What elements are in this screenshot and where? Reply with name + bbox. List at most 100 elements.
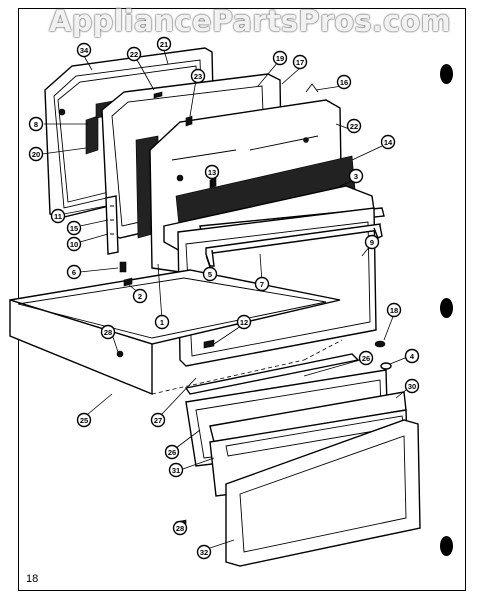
callout-label: 6 — [72, 268, 76, 277]
callout-7: 7 — [254, 276, 270, 292]
callout-label: 5 — [208, 270, 212, 279]
callout-label: 18 — [390, 306, 398, 315]
callout-circle — [204, 164, 220, 180]
part-side-strip — [105, 195, 119, 255]
callout-20: 20 — [28, 146, 44, 162]
callout-5: 5 — [202, 266, 218, 282]
callout-circle — [292, 54, 308, 70]
callout-circle — [364, 234, 380, 250]
callout-16: 16 — [336, 74, 352, 90]
callout-15: 15 — [66, 220, 82, 236]
callout-14: 14 — [380, 134, 396, 150]
callout-circle — [76, 412, 92, 428]
callout-label: 12 — [240, 318, 248, 327]
callout-circle — [404, 378, 420, 394]
callout-circle — [132, 288, 148, 304]
callout-circle — [28, 146, 44, 162]
callout-circle — [236, 314, 252, 330]
callout-circle — [126, 46, 142, 62]
callout-18: 18 — [386, 302, 402, 318]
callout-label: 23 — [194, 72, 202, 81]
callout-circle — [202, 266, 218, 282]
callout-label: 32 — [200, 548, 208, 557]
callout-circle — [154, 314, 170, 330]
callout-circle — [66, 236, 82, 252]
callout-12: 12 — [236, 314, 252, 330]
callout-circle — [50, 208, 66, 224]
callout-circle — [172, 520, 188, 536]
callout-26: 26 — [164, 444, 180, 460]
callout-label: 15 — [70, 224, 78, 233]
callout-label: 13 — [208, 168, 216, 177]
callout-label: 25 — [80, 416, 88, 425]
callout-circle — [348, 168, 364, 184]
callout-label: 1 — [160, 318, 164, 327]
callout-25: 25 — [76, 412, 92, 428]
callout-label: 31 — [172, 466, 180, 475]
callout-label: 3 — [354, 172, 358, 181]
part-drawer-frame — [225, 419, 421, 567]
callout-28: 28 — [100, 324, 116, 340]
callout-circle — [190, 68, 206, 84]
callout-6: 6 — [66, 264, 82, 280]
callout-11: 11 — [50, 208, 66, 224]
callout-4: 4 — [404, 348, 420, 364]
callout-label: 19 — [276, 54, 284, 63]
callout-circle — [404, 348, 420, 364]
callout-label: 22 — [350, 122, 358, 131]
callout-label: 30 — [408, 382, 416, 391]
callout-label: 4 — [410, 352, 415, 361]
callout-circle — [66, 264, 82, 280]
callout-circle — [164, 444, 180, 460]
callout-label: 26 — [362, 354, 370, 363]
binder-hole — [440, 536, 453, 556]
callout-26: 26 — [358, 350, 374, 366]
callout-circle — [28, 116, 44, 132]
callout-label: 22 — [130, 50, 138, 59]
callout-label: 7 — [260, 280, 264, 289]
binder-hole — [440, 298, 453, 318]
callout-34: 34 — [76, 42, 92, 58]
callout-label: 16 — [340, 78, 348, 87]
callout-circle — [66, 220, 82, 236]
callout-10: 10 — [66, 236, 82, 252]
callout-3: 3 — [348, 168, 364, 184]
callout-label: 14 — [384, 138, 393, 147]
callout-label: 17 — [296, 58, 304, 67]
callout-circle — [150, 412, 166, 428]
callout-circle — [196, 544, 212, 560]
callout-22: 22 — [126, 46, 142, 62]
callout-label: 2 — [138, 292, 142, 301]
callout-label: 21 — [160, 40, 168, 49]
callout-circle — [168, 462, 184, 478]
callout-2: 2 — [132, 288, 148, 304]
callout-9: 9 — [364, 234, 380, 250]
callout-8: 8 — [28, 116, 44, 132]
callout-label: 8 — [34, 120, 38, 129]
callout-label: 28 — [104, 328, 112, 337]
callout-circle — [336, 74, 352, 90]
callout-circle — [272, 50, 288, 66]
callout-32: 32 — [196, 544, 212, 560]
callout-1: 1 — [154, 314, 170, 330]
callout-30: 30 — [404, 378, 420, 394]
callout-circle — [254, 276, 270, 292]
callout-label: 27 — [154, 416, 162, 425]
callout-circle — [100, 324, 116, 340]
part-door-handle — [205, 223, 383, 267]
callout-circle — [156, 36, 172, 52]
callout-label: 9 — [370, 238, 374, 247]
callout-circle — [76, 42, 92, 58]
callout-label: 10 — [70, 240, 78, 249]
callout-label: 28 — [176, 524, 184, 533]
callout-31: 31 — [168, 462, 184, 478]
callout-27: 27 — [150, 412, 166, 428]
callout-circle — [346, 118, 362, 134]
watermark: AppliancePartsPros.com — [49, 4, 451, 38]
binder-hole — [440, 64, 453, 84]
callout-19: 19 — [272, 50, 288, 66]
page-number: 18 — [26, 573, 39, 585]
callout-label: 11 — [54, 212, 62, 221]
